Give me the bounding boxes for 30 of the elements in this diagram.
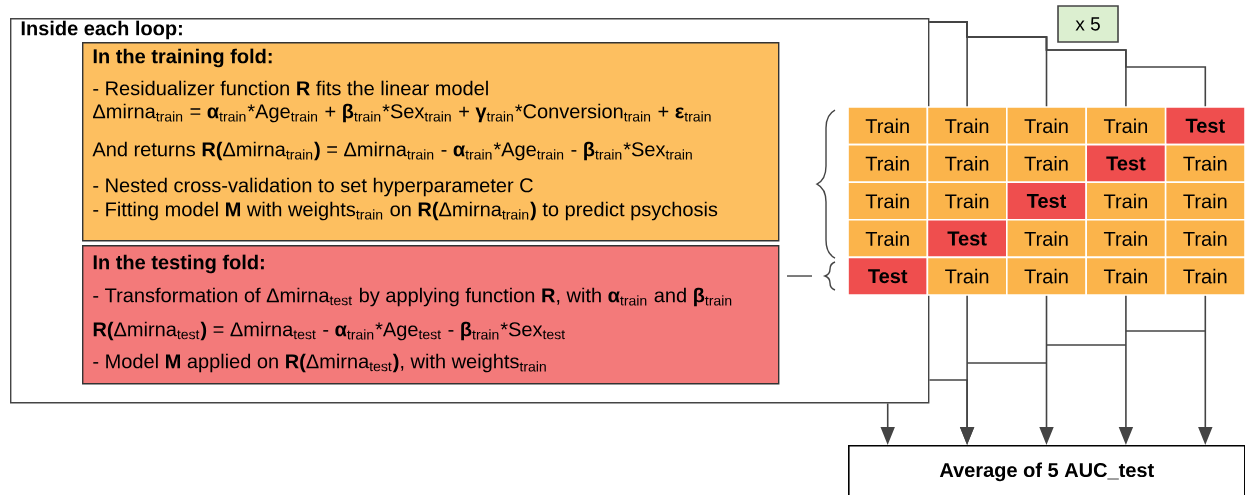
train-cell: Train xyxy=(1164,219,1245,259)
train-cell: Train xyxy=(1085,106,1167,146)
train-cell: Train xyxy=(1085,256,1167,296)
train-cell: Train xyxy=(1164,181,1245,221)
node-label: Train xyxy=(1183,156,1227,171)
train-cell: Train xyxy=(926,106,1008,146)
train-cell: Train xyxy=(847,143,929,183)
train-cell: Train xyxy=(1085,219,1167,259)
training-fold-box: In the training fold: - Residualizer function R fits the linear model Δmirna$_{train}$ = α$_{train}$*Age$_{train}$ + β$_{train}$*Sex$_{train}$ + γ$_{train}$*Conversion$_{train}$ + ε$_{train}$ And returns R(Δmirna$_{train}$) = Δmirna$_{train}$ - α$_{train}$*Age$_{train}$ - β$_{train}$*Sex$_{train}$ - Nested cross-validation to set hyperparameter C - Fitting model M with weights$_{train}$ on R(Δmirna$_{train}$) to predict psychosis xyxy=(82,42,780,242)
test-cell: Test xyxy=(847,256,929,296)
train-cell: Train xyxy=(926,143,1008,183)
train-cell: Train xyxy=(1006,143,1087,183)
train-cell: Train xyxy=(1164,143,1245,183)
train-cell: Train xyxy=(926,256,1008,296)
train-cell: Train xyxy=(1085,181,1167,221)
result-box: Average of 5 AUC_test xyxy=(848,445,1245,495)
testing-fold-box: In the testing fold: - Transformation of Δmirna$_{test}$ by applying function R, with α$_{train}$ and β$_{train}$ R(Δmirna$_{test}$) = Δmirna$_{test}$ - α$_{train}$*Age$_{test}$ - β$_{train}$*Sex$_{test}$ - Model M applied on R(Δmirna$_{test}$), with weights$_{train}$ xyxy=(82,245,780,385)
train-cell: Train xyxy=(1006,219,1087,259)
test-cell: Test xyxy=(1085,143,1167,183)
repeat-label-box: x 5 xyxy=(1057,5,1119,43)
train-cell: Train xyxy=(847,181,929,221)
train-cell: Train xyxy=(926,181,1008,221)
test-cell: Test xyxy=(1164,106,1245,146)
train-cell: Train xyxy=(847,106,929,146)
test-cell: Test xyxy=(1006,181,1087,221)
train-cell: Train xyxy=(847,219,929,259)
train-cell: Train xyxy=(1164,256,1245,296)
train-cell: Train xyxy=(1006,256,1087,296)
test-cell: Test xyxy=(926,219,1008,259)
train-cell: Train xyxy=(1006,106,1087,146)
